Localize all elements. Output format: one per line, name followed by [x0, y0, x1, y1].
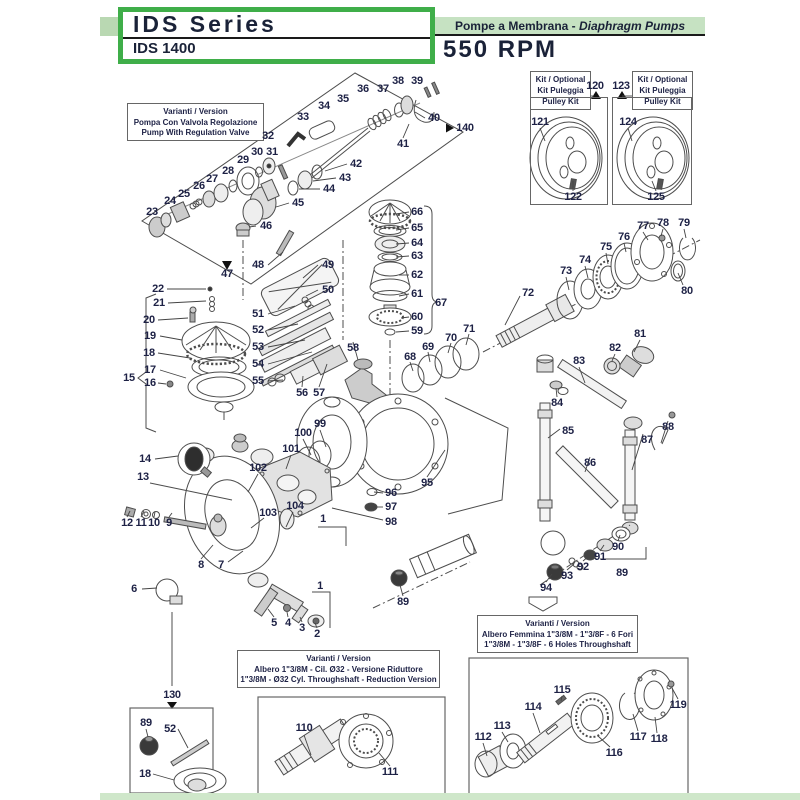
variant-box-line: 1"3/8M - 1"3/8F - 6 Holes Throughshaft	[484, 640, 631, 649]
pulley-kit-box-1	[530, 97, 608, 205]
kit-box-line: Kit / Optional	[637, 75, 688, 84]
category-label-it: Pompe a Membrana -	[454, 19, 579, 33]
category-bar: Pompe a Membrana - Diaphragm Pumps	[435, 17, 705, 36]
variant-box-line: Pompa Con Valvola Regolazione	[133, 117, 258, 127]
variant-box-line: Albero 1"3/8M - Cil. Ø32 - Versione Ridu…	[254, 664, 423, 674]
pulley-kit-label-1: Kit / Optional Kit Puleggia Pulley Kit	[530, 71, 591, 110]
kit-box-line: Kit Puleggia	[639, 86, 686, 95]
kit-box-line: Pulley Kit	[644, 97, 681, 106]
variant-box-line: Varianti / Version	[306, 654, 371, 663]
footer-strip	[100, 793, 800, 800]
variant-box-reduction-version: Varianti / Version Albero 1"3/8M - Cil. …	[237, 650, 440, 688]
variant-box-line: Pump With Regulation Valve	[141, 128, 250, 137]
model-name: IDS 1400	[133, 40, 196, 57]
variant-box-line: Albero Femmina 1"3/8M - 1"3/8F - 6 Fori	[481, 629, 634, 639]
kit-box-line: Kit / Optional	[535, 75, 586, 84]
page-title: IDS Series	[123, 12, 430, 39]
variant-box-line: Varianti / Version	[525, 619, 590, 628]
pulley-kit-box-2	[612, 97, 692, 205]
header-title-box: IDS Series IDS 1400	[118, 7, 435, 64]
header-green-square	[100, 17, 118, 36]
category-label-en: Diaphragm Pumps	[579, 19, 686, 33]
variant-box-line: 1"3/8M - Ø32 Cyl. Throughshaft - Reducti…	[240, 675, 437, 684]
kit-box-line: Pulley Kit	[542, 97, 579, 106]
rpm-label: 550 RPM	[443, 36, 558, 63]
variant-box-regulation-valve: Varianti / Version Pompa Con Valvola Reg…	[127, 103, 264, 141]
kit-box-line: Kit Puleggia	[537, 86, 584, 95]
variant-box-line: Varianti / Version	[163, 107, 228, 116]
pulley-kit-label-2: Kit / Optional Kit Puleggia Pulley Kit	[632, 71, 693, 110]
variant-box-throughshaft: Varianti / Version Albero Femmina 1"3/8M…	[477, 615, 638, 653]
